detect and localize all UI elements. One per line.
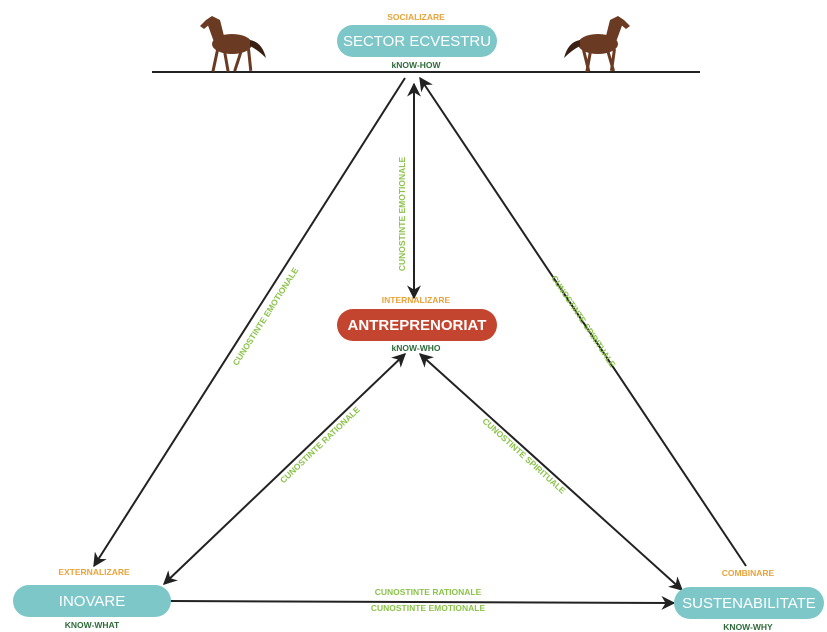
node-box-sector [337, 25, 497, 57]
node-antreprenoriat: INTERNALIZARE ANTREPRENORIAT kNOW-WHO [337, 295, 497, 353]
process-label-internalizare: INTERNALIZARE [382, 295, 451, 305]
arrow-inovare-sustenabilitate [169, 595, 676, 610]
node-label-inovare: INOVARE [59, 593, 125, 610]
edge-label-antreprenoriat-inovare: CUNOSTINTE RATIONALE [278, 404, 362, 485]
node-box-antreprenoriat [337, 309, 497, 341]
node-box-sustenabilitate [674, 587, 824, 619]
node-label-antreprenoriat: ANTREPRENORIAT [348, 317, 487, 334]
horse-icon-left [200, 16, 266, 72]
knowledge-label-know-who: kNOW-WHO [392, 343, 441, 353]
edge-label-sector-antreprenoriat: CUNOSTINTE EMOTIONALE [397, 157, 407, 272]
arrow-antreprenoriat-inovare [162, 353, 407, 585]
edge-label-antreprenoriat-sustenabilitate: CUNOSTINTE SPIRITUALE [480, 416, 567, 496]
node-box-inovare [13, 585, 171, 617]
horse-icon-right [564, 16, 630, 73]
node-sustenabilitate: COMBINARE SUSTENABILITATE KNOW-WHY [674, 568, 824, 632]
node-inovare: EXTERNALIZARE INOVARE KNOW-WHAT [13, 567, 171, 630]
edge-label-sector-sustenabilitate: CUNOSTINTE SPIRITUALE [549, 274, 618, 370]
edge-label-inovare-sustenabilitate-top: CUNOSTINTE RATIONALE [375, 587, 482, 597]
process-label-externalizare: EXTERNALIZARE [58, 567, 130, 577]
node-sector-ecvestru: SOCIALIZARE SECTOR ECVESTRU kNOW-HOW [337, 12, 497, 70]
node-label-sustenabilitate: SUSTENABILITATE [682, 595, 816, 612]
knowledge-label-know-what: KNOW-WHAT [65, 620, 120, 630]
node-label-sector: SECTOR ECVESTRU [343, 33, 491, 50]
edge-label-sector-inovare: CUNOSTINTE EMOTIONALE [231, 265, 301, 367]
process-label-combinare: COMBINARE [722, 568, 775, 578]
knowledge-label-know-how: kNOW-HOW [392, 60, 442, 70]
arrow-antreprenoriat-sustenabilitate [418, 353, 684, 591]
knowledge-label-know-why: KNOW-WHY [723, 622, 773, 632]
arrow-sector-inovare [93, 77, 406, 568]
process-label-socializare: SOCIALIZARE [387, 12, 445, 22]
arrow-sustenabilitate-sector [419, 76, 747, 567]
edge-label-inovare-sustenabilitate-bottom: CUNOSTINTE EMOTIONALE [371, 603, 486, 613]
